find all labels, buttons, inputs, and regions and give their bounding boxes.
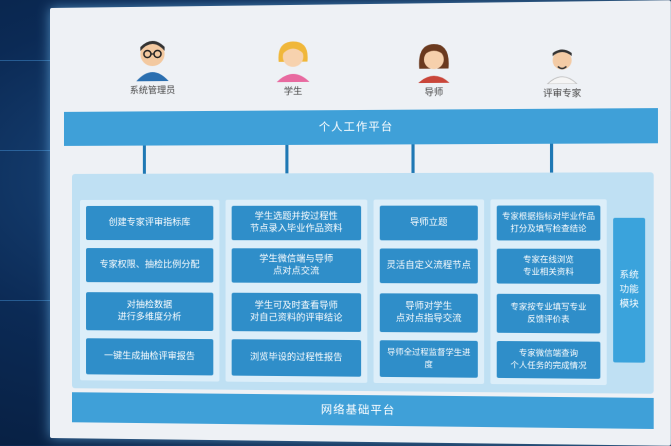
network-base-platform-bar: 网络基础平台 [72,392,654,429]
role-tutor: 导师 [392,42,476,99]
cell-admin-2: 专家权限、抽检比例分配 [86,248,213,283]
role-admin-label: 系统管理员 [130,86,175,96]
personal-work-platform-bar: 个人工作平台 [64,108,658,146]
role-tutor-label: 导师 [424,88,443,98]
cell-admin-1: 创建专家评审指标库 [86,206,213,240]
role-student-label: 学生 [284,87,303,97]
cell-tutor-3: 导师对学生 点对点指导交流 [380,293,478,332]
student-avatar-icon [273,39,314,82]
cell-admin-4: 一键生成抽检评审报告 [86,338,213,375]
diagram-screen: 系统管理员 学生 导师 评审专家 个人工作平台 [50,0,671,446]
cell-student-4: 浏览毕设的过程性报告 [232,339,361,377]
cell-expert-2: 专家在线浏览 专业相关资料 [497,249,601,284]
cell-student-3: 学生可及时查看导师 对自己资料的评审结论 [232,293,361,332]
cell-student-2: 学生微信端与导师 点对点交流 [232,248,361,283]
role-expert-label: 评审专家 [543,89,581,100]
system-function-module-label: 系统 功能 模块 [613,218,645,363]
background-line [0,300,52,301]
admin-avatar-icon [130,37,174,82]
cell-expert-3: 专家按专业填写专业 反馈评价表 [497,294,601,334]
role-expert: 评审专家 [520,44,605,99]
role-student: 学生 [252,39,334,98]
cell-tutor-1: 导师立题 [380,206,478,241]
tutor-avatar-icon [414,42,454,83]
cell-expert-4: 专家微信端查询 个人任务的完成情况 [497,341,601,379]
role-admin: 系统管理员 [112,36,193,96]
cell-student-1: 学生选题并按过程性 节点录入毕业作品资料 [232,206,361,241]
cell-admin-3: 对抽检数据 进行多维度分析 [86,292,213,331]
expert-avatar-icon [543,45,581,84]
background-line [0,150,55,151]
cell-tutor-2: 灵活自定义流程节点 [380,248,478,283]
cell-tutor-4: 导师全过程监督学生进度 [380,340,478,378]
cell-expert-1: 专家根据指标对毕业作品 打分及填写检查结论 [497,205,601,240]
